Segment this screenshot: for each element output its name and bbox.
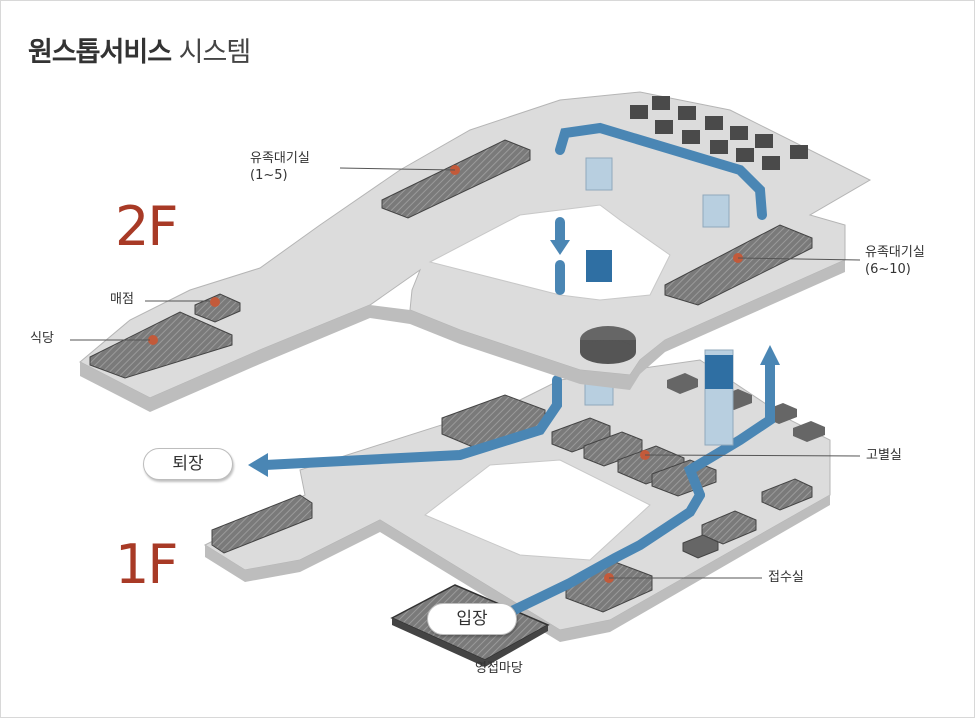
floor-2-label: 2F [115, 195, 178, 258]
label-family-room-1-text: 유족대기실 [250, 151, 310, 166]
floor-2-routes [555, 122, 767, 295]
label-family-room-2-text: 유족대기실 [865, 245, 925, 260]
leader-lines [70, 167, 861, 579]
label-courtyard: 영접마당 [475, 661, 523, 676]
exit-arrow-icon [248, 453, 268, 477]
floor-1-label: 1F [115, 533, 178, 596]
down-arrow-icon [550, 240, 570, 255]
label-restaurant: 식당 [30, 331, 54, 346]
exit-button[interactable]: 퇴장 [143, 448, 233, 480]
title-bold: 원스톱서비스 [28, 37, 172, 68]
up-arrow-icon [760, 345, 780, 365]
label-shop: 매점 [110, 292, 134, 307]
page-title: 원스톱서비스 시스템 [28, 30, 252, 69]
label-reception: 접수실 [768, 570, 804, 585]
floor-1-platform [203, 359, 831, 642]
label-family-room-2-range: (6~10) [865, 262, 911, 277]
floor-2-elevators [585, 157, 730, 282]
title-normal: 시스템 [178, 37, 252, 68]
label-family-room-1: 유족대기실 (1~5) [250, 150, 310, 184]
label-family-room-1-range: (1~5) [250, 168, 288, 183]
floor-2-rooms [89, 96, 813, 379]
label-family-room-2: 유족대기실 (6~10) [865, 244, 925, 278]
label-farewell-room: 고별실 [866, 448, 902, 463]
enter-button[interactable]: 입장 [427, 603, 517, 635]
floor-1-routes [260, 360, 775, 617]
